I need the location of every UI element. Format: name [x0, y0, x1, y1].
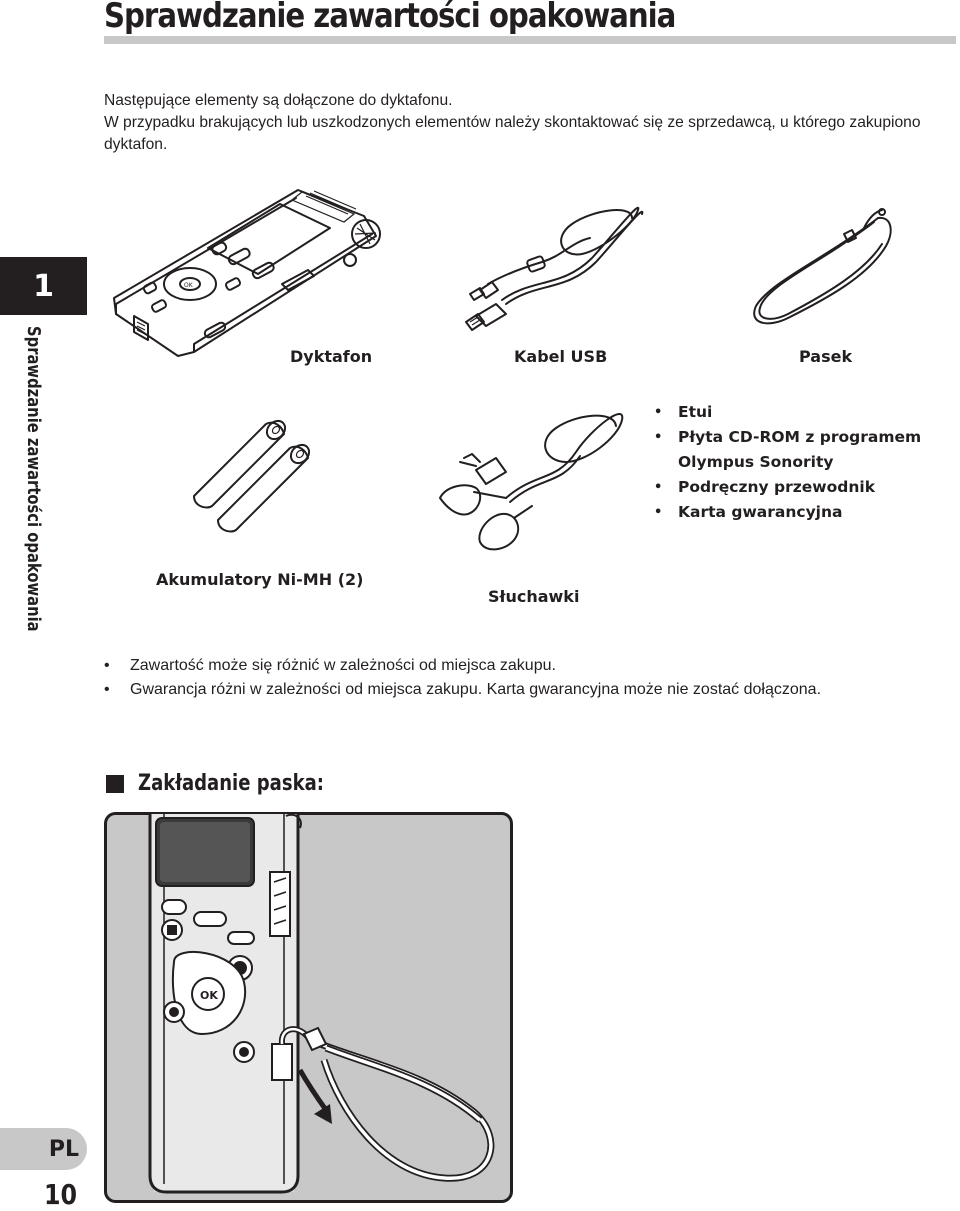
language-tab: PL: [0, 1128, 87, 1170]
chapter-number-tab: 1: [0, 257, 87, 315]
strap-illustration: [753, 208, 892, 325]
extras-item-case: Etui: [652, 400, 952, 425]
label-recorder: Dyktafon: [290, 347, 373, 366]
recorder-illustration: OK: [113, 189, 381, 357]
extras-list: Etui Płyta CD-ROM z programem Olympus So…: [652, 400, 952, 525]
intro-line-1: Następujące elementy są dołączone do dyk…: [104, 92, 453, 109]
intro-line-2: W przypadku brakujących lub uszkodzonych…: [104, 114, 921, 153]
extras-item-quick-guide: Podręczny przewodnik: [652, 475, 952, 500]
note-1-text: Zawartość może się różnić w zależności o…: [130, 657, 556, 674]
page-title: Sprawdzanie zawartości opakowania: [104, 0, 676, 36]
section-marker-square: [106, 775, 124, 793]
chapter-side-title: Sprawdzanie zawartości opakowania: [23, 326, 44, 632]
title-underline: [104, 36, 956, 44]
ok-mini-label: OK: [184, 282, 194, 289]
note-1: •Zawartość może się różnić w zależności …: [104, 657, 556, 674]
intro-text: Następujące elementy są dołączone do dyk…: [104, 90, 934, 156]
extras-item-warranty-card: Karta gwarancyjna: [652, 500, 952, 525]
label-usb-cable: Kabel USB: [514, 347, 608, 366]
note-2-text: Gwarancja różni w zależności od miejsca …: [130, 681, 822, 698]
strap-attachment-illustration: OK: [104, 812, 513, 1203]
note-2: •Gwarancja różni w zależności od miejsca…: [104, 681, 822, 698]
usb-cable-illustration: [465, 206, 644, 331]
page-number: 10: [44, 1178, 78, 1211]
earphones-illustration: [439, 413, 624, 551]
section-title: Zakładanie paska:: [138, 771, 324, 796]
extras-item-cdrom: Płyta CD-ROM z programem Olympus Sonorit…: [652, 425, 952, 475]
label-strap: Pasek: [799, 347, 853, 366]
ok-button-label: OK: [200, 989, 218, 1002]
batteries-illustration: [193, 419, 311, 533]
label-earphones: Słuchawki: [488, 587, 580, 606]
label-batteries: Akumulatory Ni-MH (2): [156, 570, 364, 589]
